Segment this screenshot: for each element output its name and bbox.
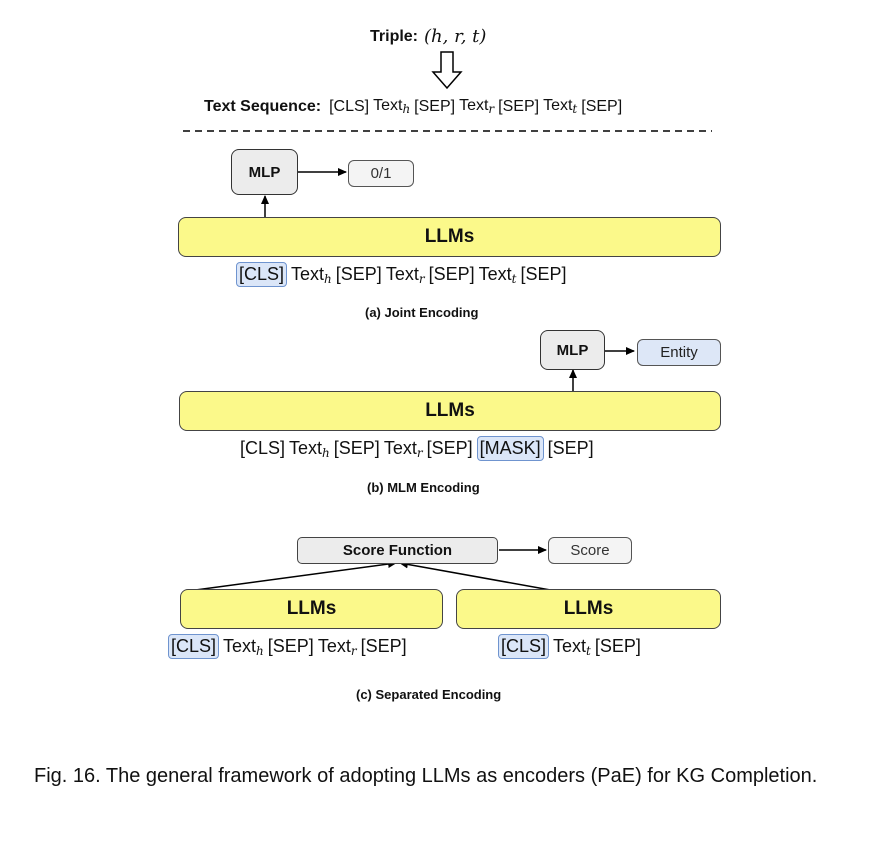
token: [SEP] — [498, 97, 540, 115]
left-llm-box: LLMs — [180, 589, 443, 629]
mlm-output-box: Entity — [637, 339, 721, 366]
highlighted-token: [CLS] — [168, 634, 220, 659]
joint-output-box: 0/1 — [348, 160, 414, 187]
token: Textr — [459, 97, 495, 116]
score-output-box: Score — [548, 537, 632, 564]
highlighted-token: [CLS] — [236, 262, 288, 287]
token: Texth — [291, 263, 332, 286]
right-llm-box: LLMs — [456, 589, 721, 629]
token: [SEP] — [428, 264, 475, 284]
triple-label: Triple: — [370, 27, 419, 45]
token: Textt — [543, 97, 578, 116]
token: Textr — [385, 263, 425, 286]
token: [SEP] — [520, 264, 567, 284]
text-sequence: [CLS]Texth[SEP]Textr[SEP]Textt[SEP] — [327, 97, 624, 116]
joint-caption: (a) Joint Encoding — [365, 305, 479, 320]
token: [CLS] — [329, 97, 370, 115]
triple-row: Triple: (h, r, t) — [370, 26, 486, 47]
mlm-token-sequence: [CLS]Texth[SEP]Textr[SEP][MASK][SEP] — [238, 436, 596, 461]
highlighted-token: [MASK] — [476, 436, 544, 461]
token: [SEP] — [594, 636, 641, 656]
text-sequence-row: Text Sequence: [CLS]Texth[SEP]Textr[SEP]… — [204, 97, 624, 116]
token: Texth — [289, 437, 330, 460]
joint-mlp-box: MLP — [231, 149, 298, 195]
mlm-caption: (b) MLM Encoding — [367, 480, 480, 495]
hollow-down-arrow — [431, 51, 463, 90]
mlm-mlp-box: MLP — [540, 330, 605, 370]
token: Texth — [223, 635, 264, 658]
token: [SEP] — [426, 438, 473, 458]
token: Texth — [373, 97, 411, 116]
right-token-sequence: [CLS]Textt[SEP] — [496, 634, 643, 659]
score-function-box: Score Function — [297, 537, 498, 564]
token: [SEP] — [335, 264, 382, 284]
token: [CLS] — [240, 438, 286, 458]
figure-caption: Fig. 16. The general framework of adopti… — [34, 765, 818, 787]
separated-caption: (c) Separated Encoding — [356, 687, 502, 702]
token: [SEP] — [267, 636, 314, 656]
joint-token-sequence: [CLS]Texth[SEP]Textr[SEP]Textt[SEP] — [234, 262, 568, 287]
token: [SEP] — [547, 438, 594, 458]
token: Textr — [317, 635, 357, 658]
left-token-sequence: [CLS]Texth[SEP]Textr[SEP] — [166, 634, 409, 659]
joint-llm-box: LLMs — [178, 217, 721, 257]
token: Textt — [478, 263, 517, 286]
mlm-llm-box: LLMs — [179, 391, 721, 431]
text-sequence-label: Text Sequence: — [204, 97, 322, 115]
token: [SEP] — [581, 97, 623, 115]
token: [SEP] — [333, 438, 380, 458]
token: Textt — [553, 635, 591, 658]
token: [SEP] — [360, 636, 407, 656]
highlighted-token: [CLS] — [498, 634, 550, 659]
left-llm-to-score-arrow — [187, 560, 397, 592]
triple-value: (h, r, t) — [424, 26, 487, 47]
token: Textr — [383, 437, 423, 460]
token: [SEP] — [414, 97, 456, 115]
right-llm-to-score-arrow — [399, 560, 557, 592]
